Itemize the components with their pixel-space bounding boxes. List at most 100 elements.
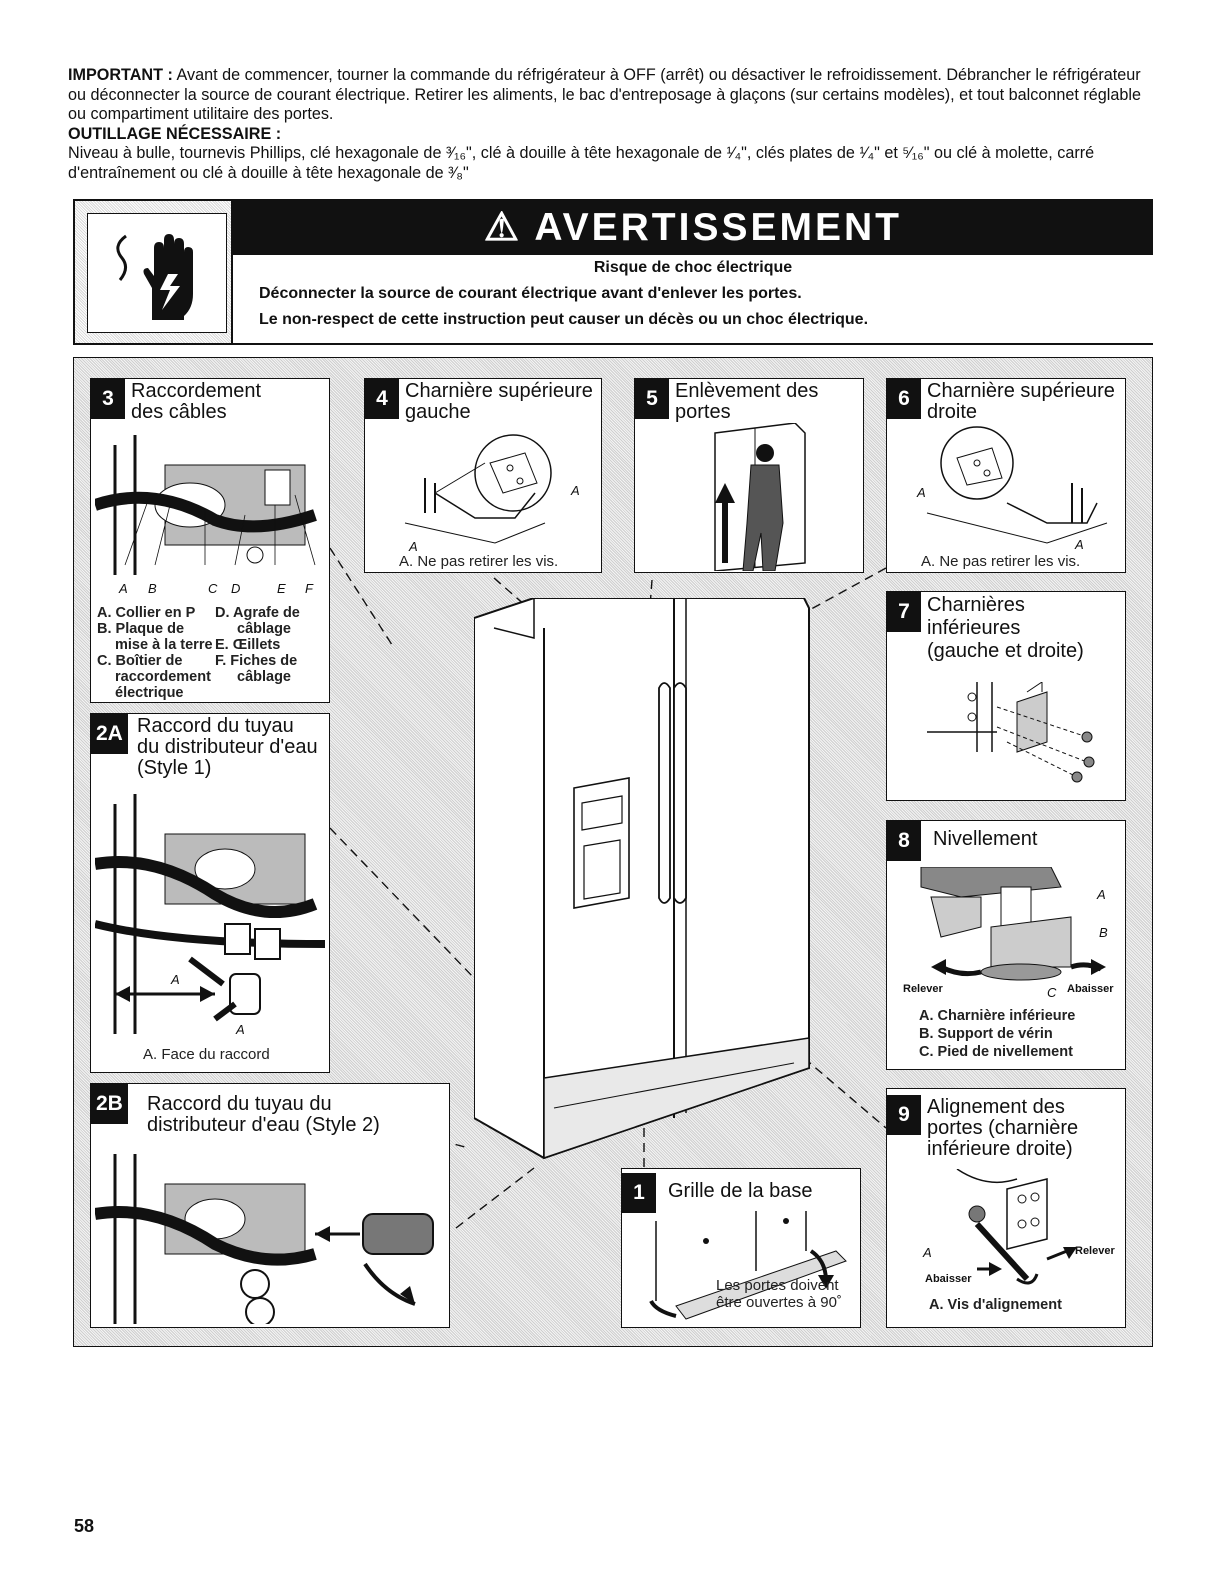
note-line1: Les portes doivent	[716, 1277, 839, 1294]
legend-left: A. Collier en P B. Plaque de mise à la t…	[97, 605, 213, 701]
panel-5-door-removal: 5 Enlèvement des portes	[634, 378, 864, 573]
door-removal-diagram: 3 Raccordement des câbles A B C D E F A.…	[73, 357, 1153, 1347]
letter-e: E	[277, 581, 286, 596]
panel-title: Enlèvement des portes	[675, 381, 818, 423]
letter-f: F	[305, 581, 313, 596]
step-badge: 9	[887, 1095, 921, 1135]
panel-caption: A. Ne pas retirer les vis.	[921, 553, 1081, 570]
step-badge: 1	[622, 1173, 656, 1213]
door-alignment-illustration	[956, 1169, 1077, 1285]
legend-item: F. Fiches de	[215, 653, 298, 669]
legend-item: C. Pied de nivellement	[919, 1044, 1073, 1060]
electric-shock-hand-icon	[116, 234, 193, 320]
intro-text: IMPORTANT : Avant de commencer, tourner …	[68, 66, 1158, 183]
legend-right: D. Agrafe de câblage E. Œillets F. Fiche…	[215, 605, 300, 685]
warning-line-1: Déconnecter la source de courant électri…	[259, 285, 802, 302]
panel-1-base-grille: 1 Grille de la base Les portes doivent ê…	[621, 1168, 861, 1328]
letter-d: D	[231, 581, 241, 596]
panel-title-line2: portes (charnière	[927, 1117, 1079, 1139]
step-badge: 8	[887, 821, 921, 861]
letter-c: C	[208, 581, 218, 596]
letter-b: B	[148, 581, 157, 596]
panel-title: Nivellement	[933, 828, 1038, 850]
warning-content: ⚠ AVERTISSEMENT Risque de choc électriqu…	[231, 201, 1153, 343]
panel-caption: A. Face du raccord	[143, 1046, 270, 1063]
legend-item: câblage	[237, 621, 291, 637]
water-line-style2-illustration	[95, 1154, 434, 1324]
panel-7-lower-hinges: 7 Charnières inférieures (gauche et droi…	[886, 591, 1126, 801]
water-line-style1-illustration	[95, 794, 325, 1034]
panel-title-line2: gauche	[405, 401, 471, 423]
upper-left-hinge-illustration	[404, 434, 552, 544]
panel-title-line1: Raccord du tuyau	[137, 715, 294, 737]
step-badge: 2A	[91, 714, 128, 754]
panel-title: Grille de la base	[668, 1180, 813, 1202]
important-text: Avant de commencer, tourner la commande …	[68, 66, 1141, 123]
legend-item: D. Agrafe de	[215, 605, 300, 621]
lower-hinges-illustration	[927, 682, 1095, 783]
legend: A. Charnière inférieure B. Support de vé…	[919, 1007, 1075, 1061]
panel-title-line3: (Style 1)	[137, 757, 212, 779]
leader-lines	[329, 547, 887, 1229]
door-removal-illustration	[714, 423, 806, 571]
panel-9-door-alignment: 9 Alignement des portes (charnière infér…	[886, 1088, 1126, 1328]
base-grille-illustration	[649, 1211, 847, 1320]
step-badge: 2B	[91, 1084, 128, 1124]
warning-subtitle: Risque de choc électrique	[593, 259, 793, 276]
letter-a: A	[917, 485, 926, 500]
panel-title: Raccordement des câbles	[131, 381, 261, 423]
legend-item: câblage	[237, 669, 291, 685]
letter-a-lower: A	[409, 539, 418, 554]
important-label: IMPORTANT :	[68, 66, 173, 84]
refrigerator-illustration	[474, 598, 810, 1160]
panel-2b-water-line-style2: 2B Raccord du tuyau du distributeur d'ea…	[90, 1083, 450, 1328]
panel-title-line3: inférieure droite)	[927, 1138, 1073, 1160]
panel-title-line1: Raccord du tuyau du	[147, 1093, 332, 1115]
step-badge: 6	[887, 379, 921, 419]
note: Les portes doivent être ouvertes à 90˚	[716, 1277, 842, 1311]
step-badge: 4	[365, 379, 399, 419]
warning-banner: ⚠ AVERTISSEMENT	[233, 201, 1153, 255]
legend-item: B. Support de vérin	[919, 1026, 1053, 1042]
panel-title-line1: Charnière supérieure	[405, 380, 593, 402]
note-line2: être ouvertes à 90˚	[716, 1294, 842, 1311]
panel-caption: A. Vis d'alignement	[929, 1297, 1062, 1313]
letter-a: A	[923, 1245, 932, 1260]
tools-text: Niveau à bulle, tournevis Phillips, clé …	[68, 144, 1095, 182]
panel-title-line1: Charnière supérieure	[927, 380, 1115, 402]
legend-item: électrique	[115, 685, 184, 701]
letter-a: A	[1097, 887, 1106, 902]
step-badge: 3	[91, 379, 125, 419]
panel-title: Charnière supérieure gauche	[405, 381, 593, 423]
leveling-illustration	[920, 867, 1106, 981]
warning-box: ⚠ AVERTISSEMENT Risque de choc électriqu…	[73, 199, 1153, 345]
legend-item: A. Collier en P	[97, 605, 196, 621]
letter-a-lower: A	[1075, 537, 1084, 552]
legend-item: B. Plaque de	[97, 621, 185, 637]
letter-a-lower: A	[236, 1022, 245, 1037]
panel-title-line1: Alignement des	[927, 1096, 1065, 1118]
panel-title-line2: portes	[675, 401, 731, 423]
panel-title-line3: (gauche et droite)	[927, 640, 1084, 662]
legend-item: A. Charnière inférieure	[919, 1008, 1076, 1024]
panel-title-line1: Enlèvement des	[675, 380, 819, 402]
warning-line-2: Le non-respect de cette instruction peut…	[259, 311, 869, 328]
panel-title: Raccord du tuyau du distributeur d'eau (…	[137, 716, 318, 779]
panel-2a-water-line-style1: 2A Raccord du tuyau du distributeur d'ea…	[90, 713, 330, 1073]
lower-label: Abaisser	[1067, 983, 1114, 995]
wiring-illustration	[95, 435, 317, 575]
panel-title-line2: du distributeur d'eau	[137, 736, 318, 758]
panel-caption: A. Ne pas retirer les vis.	[399, 553, 559, 570]
tools-heading: OUTILLAGE NÉCESSAIRE :	[68, 124, 282, 143]
step-badge: 5	[635, 379, 669, 419]
step-badge: 7	[887, 592, 921, 632]
legend-item: mise à la terre	[115, 637, 213, 653]
letter-a: A	[571, 483, 580, 498]
raise-label: Relever	[903, 983, 943, 995]
panel-4-upper-left-hinge: 4 Charnière supérieure gauche A A A. Ne …	[364, 378, 602, 573]
panel-title-line2: des câbles	[131, 401, 227, 423]
raise-label: Relever	[1075, 1245, 1115, 1257]
panel-title: Raccord du tuyau du distributeur d'eau (…	[147, 1094, 380, 1136]
panel-title: Charnière supérieure droite	[927, 381, 1115, 423]
letter-a: A	[171, 972, 180, 987]
